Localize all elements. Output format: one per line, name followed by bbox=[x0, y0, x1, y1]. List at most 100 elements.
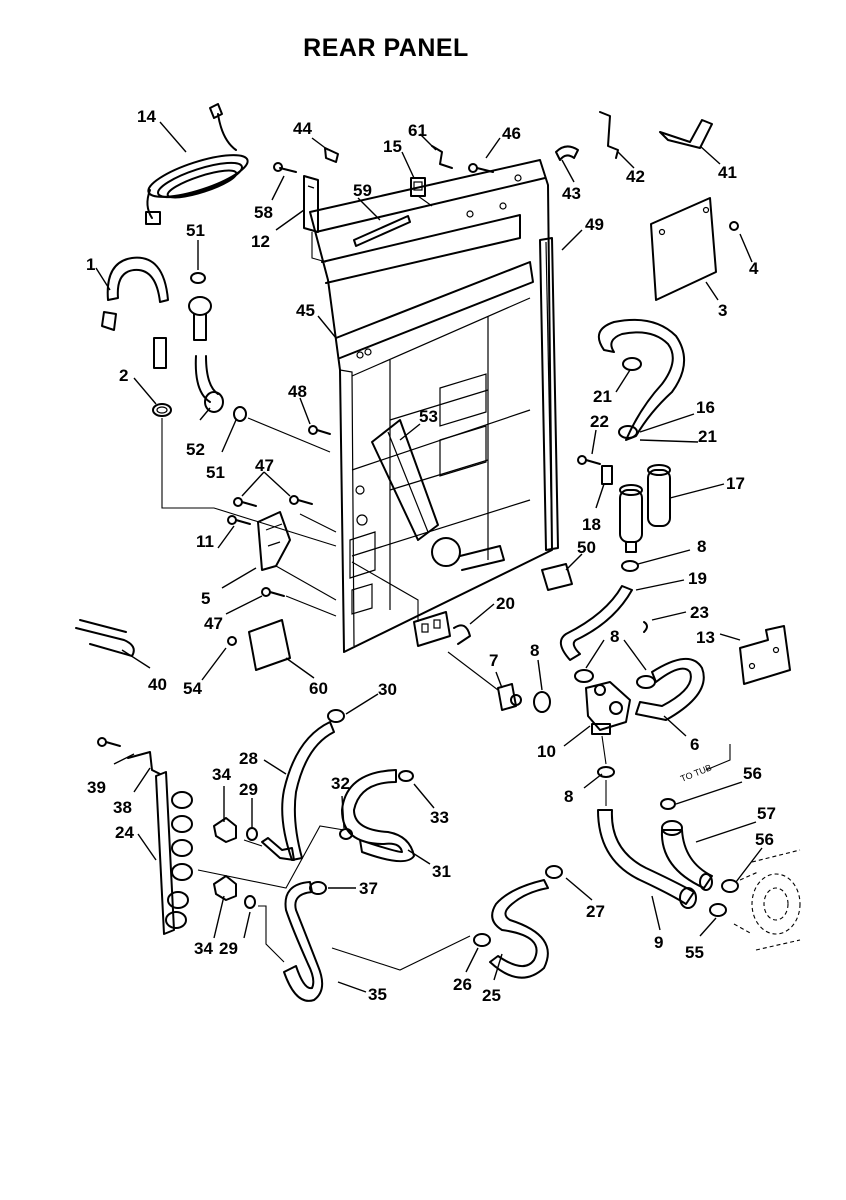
callout-56: 56 bbox=[755, 830, 774, 849]
callout-44: 44 bbox=[293, 119, 312, 138]
leader-lines bbox=[95, 121, 763, 993]
callout-11: 11 bbox=[196, 532, 214, 551]
cover-plate-part[interactable] bbox=[227, 619, 291, 671]
callout-14: 14 bbox=[137, 107, 156, 126]
callout-33: 33 bbox=[430, 808, 449, 827]
bracket-part-42[interactable] bbox=[599, 111, 619, 159]
callout-52: 52 bbox=[186, 440, 205, 459]
callout-41: 41 bbox=[718, 163, 737, 182]
callout-29: 29 bbox=[239, 780, 258, 799]
callout-48: 48 bbox=[288, 382, 307, 401]
callout-46: 46 bbox=[502, 124, 521, 143]
callout-60: 60 bbox=[309, 679, 328, 698]
callout-49: 49 bbox=[585, 215, 604, 234]
callout-51: 51 bbox=[206, 463, 225, 482]
hose-part-19[interactable] bbox=[559, 560, 648, 661]
top-rail-part[interactable] bbox=[353, 215, 411, 247]
callout-59: 59 bbox=[353, 181, 372, 200]
callout-9: 9 bbox=[654, 933, 663, 952]
small-bracket-part[interactable] bbox=[431, 145, 453, 169]
callout-29: 29 bbox=[219, 939, 238, 958]
callout-13: 13 bbox=[696, 628, 715, 647]
screw-part-48[interactable] bbox=[308, 425, 331, 435]
hose-part-25[interactable] bbox=[473, 865, 563, 979]
screw-part[interactable] bbox=[468, 163, 494, 173]
hold-down-bracket-part[interactable] bbox=[659, 119, 713, 149]
callout-47: 47 bbox=[204, 614, 223, 633]
callout-51: 51 bbox=[186, 221, 205, 240]
callout-3: 3 bbox=[718, 301, 727, 320]
callout-8: 8 bbox=[564, 787, 573, 806]
callout-39: 39 bbox=[87, 778, 106, 797]
callout-34: 34 bbox=[194, 939, 213, 958]
tub-hose-part[interactable] bbox=[597, 766, 801, 951]
access-cover-part[interactable] bbox=[650, 197, 739, 301]
water-valve-part[interactable] bbox=[497, 658, 705, 735]
inlet-manifold-part[interactable] bbox=[97, 737, 258, 935]
callout-26: 26 bbox=[453, 975, 472, 994]
callout-22: 22 bbox=[590, 412, 609, 431]
callout-61: 61 bbox=[408, 121, 427, 140]
page-title: REAR PANEL bbox=[303, 34, 469, 62]
clip-part-43[interactable] bbox=[555, 145, 579, 161]
callout-28: 28 bbox=[239, 749, 258, 768]
callout-10: 10 bbox=[537, 742, 556, 761]
callout-25: 25 bbox=[482, 986, 501, 1005]
hose-part-16[interactable] bbox=[597, 318, 686, 441]
callout-24: 24 bbox=[115, 823, 134, 842]
callout-56: 56 bbox=[743, 764, 762, 783]
callout-32: 32 bbox=[331, 774, 350, 793]
drain-hose-part[interactable] bbox=[101, 256, 172, 417]
callout-47: 47 bbox=[255, 456, 274, 475]
callout-50: 50 bbox=[577, 538, 596, 557]
callout-37: 37 bbox=[359, 879, 378, 898]
terminal-block-part[interactable] bbox=[413, 611, 471, 647]
fill-hose-part[interactable] bbox=[188, 272, 247, 422]
callout-27: 27 bbox=[586, 902, 605, 921]
side-trim-strip-part[interactable] bbox=[539, 237, 559, 551]
callout-23: 23 bbox=[690, 603, 709, 622]
callout-4: 4 bbox=[749, 259, 759, 278]
callout-6: 6 bbox=[690, 735, 699, 754]
callout-30: 30 bbox=[378, 680, 397, 699]
callout-21: 21 bbox=[593, 387, 612, 406]
hose-part-35[interactable] bbox=[283, 881, 327, 1002]
hose-part-28[interactable] bbox=[261, 709, 345, 861]
callout-42: 42 bbox=[626, 167, 645, 186]
callout-54: 54 bbox=[183, 679, 202, 698]
callout-43: 43 bbox=[562, 184, 581, 203]
callout-53: 53 bbox=[419, 407, 438, 426]
callout-17: 17 bbox=[726, 474, 745, 493]
rear-panel-part[interactable] bbox=[309, 159, 553, 653]
callout-35: 35 bbox=[368, 985, 387, 1004]
mounting-bracket-part[interactable] bbox=[739, 625, 791, 685]
callout-20: 20 bbox=[496, 594, 515, 613]
callout-2: 2 bbox=[119, 366, 128, 385]
callout-57: 57 bbox=[757, 804, 776, 823]
brace-bracket-part[interactable] bbox=[371, 419, 439, 541]
callout-8: 8 bbox=[697, 537, 706, 556]
to-tub-note: TO TUB bbox=[679, 762, 713, 784]
hose-clip-part[interactable] bbox=[75, 619, 135, 657]
callout-15: 15 bbox=[383, 137, 402, 156]
callout-8: 8 bbox=[530, 641, 539, 660]
hose-part-31[interactable] bbox=[339, 769, 415, 863]
callout-21: 21 bbox=[698, 427, 717, 446]
callout-labels: 14 44 61 46 15 43 42 41 58 59 12 51 49 4… bbox=[86, 107, 776, 1005]
callout-18: 18 bbox=[582, 515, 601, 534]
power-cord-part[interactable] bbox=[144, 103, 252, 225]
callout-40: 40 bbox=[148, 675, 167, 694]
callout-34: 34 bbox=[212, 765, 231, 784]
callout-31: 31 bbox=[432, 862, 451, 881]
callout-16: 16 bbox=[696, 398, 715, 417]
bracket-part-50[interactable] bbox=[541, 563, 573, 591]
callout-58: 58 bbox=[254, 203, 273, 222]
callout-5: 5 bbox=[201, 589, 210, 608]
guide-lines bbox=[161, 195, 607, 971]
pump-motor-part[interactable] bbox=[431, 537, 505, 571]
callout-45: 45 bbox=[296, 301, 315, 320]
bracket-and-screw-part[interactable] bbox=[273, 147, 339, 233]
lid-switch-part[interactable] bbox=[227, 495, 313, 597]
callout-55: 55 bbox=[685, 943, 704, 962]
